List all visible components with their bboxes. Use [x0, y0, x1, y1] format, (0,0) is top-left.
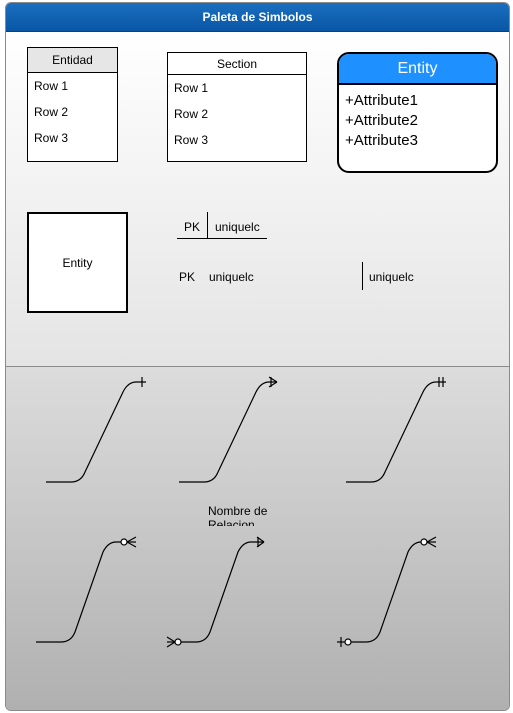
table-row: Row 2 [174, 107, 209, 121]
relation-one-connector [46, 377, 146, 483]
table-row: Row 1 [34, 79, 69, 93]
pk-field-label: uniquelc [209, 270, 254, 284]
table-row: Row 1 [174, 81, 209, 95]
relation-one-zero-many-connector [337, 536, 437, 647]
entity-header: Entity [339, 54, 496, 85]
entity-box-shape[interactable]: Entity [27, 212, 128, 313]
window-title[interactable]: Paleta de Simbolos [6, 3, 509, 32]
relation-many-zero-connector [166, 536, 265, 648]
pk-field-label: uniquelc [215, 220, 260, 234]
relation-mandatory-one-connector [346, 377, 446, 483]
entity-attribute: +Attribute2 [345, 112, 418, 129]
field-separator [362, 262, 363, 290]
table-row: Row 3 [174, 133, 209, 147]
palette-window: Paleta de Simbolos Entidad Row 1 Row 2 R… [5, 2, 510, 711]
table-shape-section[interactable]: Section Row 1 Row 2 Row 3 [167, 52, 307, 162]
entity-box-label: Entity [62, 255, 93, 270]
pk-underline [177, 238, 267, 239]
pk-key-label: PK [179, 270, 196, 284]
pk-separator [207, 212, 208, 238]
entity-attributes-shape[interactable]: Entity +Attribute1 +Attribute2 +Attribut… [337, 52, 498, 173]
relation-connectors [36, 376, 446, 648]
entity-attribute: +Attribute1 [345, 92, 418, 109]
relation-name-label[interactable]: Nombre de Relacion [208, 504, 268, 526]
table-row: Row 3 [34, 131, 69, 145]
table-row: Row 2 [34, 105, 69, 119]
table-header: Section [168, 53, 306, 75]
entity-attribute: +Attribute3 [345, 132, 418, 149]
field-label: uniquelc [369, 270, 414, 284]
relation-one-many-connector [179, 376, 278, 483]
relation-zero-many-connector [36, 536, 137, 643]
relations-panel: Nombre de Relacion [6, 367, 509, 710]
table-header: Entidad [28, 48, 117, 73]
shapes-panel: Entidad Row 1 Row 2 Row 3 Section Row 1 … [6, 32, 509, 367]
table-shape-entidad[interactable]: Entidad Row 1 Row 2 Row 3 [27, 47, 118, 162]
pk-key-label: PK [184, 220, 201, 234]
